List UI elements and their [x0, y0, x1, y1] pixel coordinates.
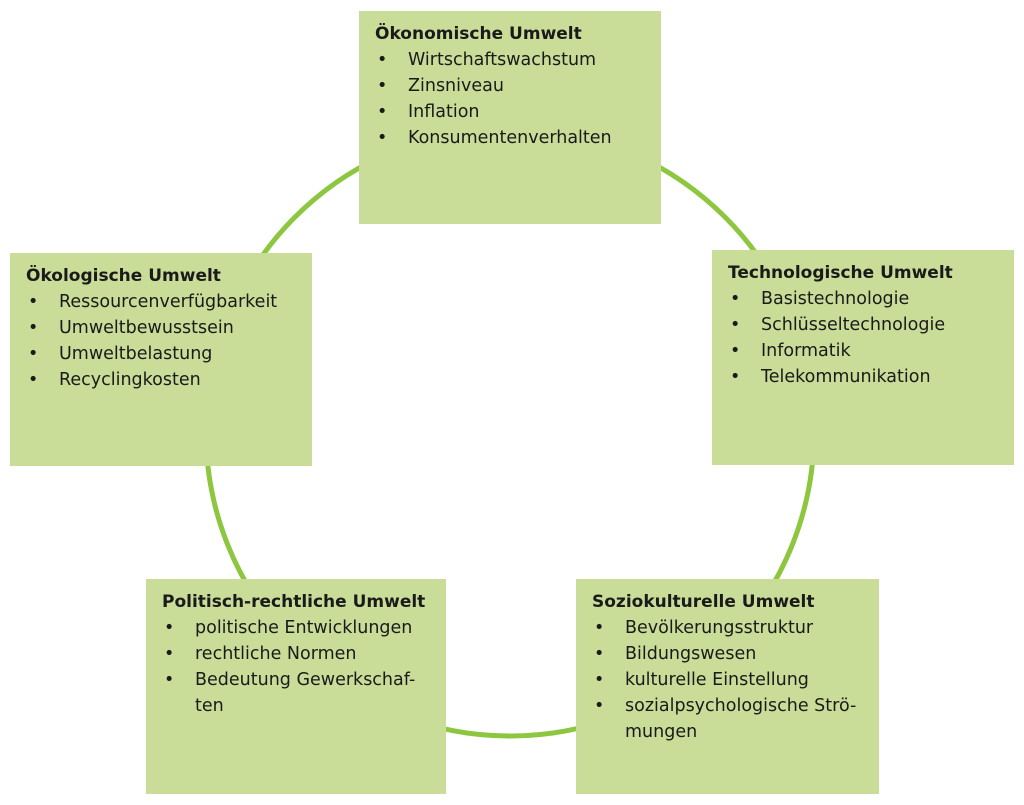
list-item: • Bevölkerungsstruktur	[592, 615, 865, 641]
box-title: Politisch-rechtliche Umwelt	[162, 592, 426, 612]
list-item-continuation: ten	[162, 693, 432, 719]
list-item: • rechtliche Normen	[162, 641, 432, 667]
box-oekonomische-umwelt: Ökonomische Umwelt • Wirtschaftswachstum …	[359, 11, 661, 224]
bullet-icon: •	[28, 344, 39, 364]
bullet-icon: •	[730, 315, 741, 335]
list-item: • Umweltbelastung	[26, 341, 298, 367]
list-item: • Bildungswesen	[592, 641, 865, 667]
list-item-text: Ressourcenverfügbarkeit	[59, 292, 278, 312]
factor-list: • Ressourcenverfügbarkeit • Umweltbewussts…	[26, 289, 298, 393]
list-item-continuation: mungen	[592, 719, 865, 745]
bullet-icon: •	[594, 644, 605, 664]
bullet-icon: •	[28, 370, 39, 390]
list-item: • Ressourcenverfügbarkeit	[26, 289, 298, 315]
list-item-text: ten	[195, 696, 224, 716]
box-title: Ökonomische Umwelt	[375, 24, 582, 44]
bullet-icon: •	[28, 318, 39, 338]
list-item: • Umweltbewusstsein	[26, 315, 298, 341]
factor-list: • Wirtschaftswachstum • Zinsniveau • Inflat…	[375, 47, 647, 151]
list-item-text: Umweltbewusstsein	[59, 318, 234, 338]
list-item-text: Informatik	[761, 341, 851, 361]
factor-list: • Bevölkerungsstruktur • Bildungswesen • ku…	[592, 615, 865, 745]
factor-list: • politische Entwicklungen • rechtliche No…	[162, 615, 432, 719]
bullet-icon: •	[28, 292, 39, 312]
bullet-icon: •	[377, 50, 388, 70]
list-item-text: Recyclingkosten	[59, 370, 201, 390]
list-item: • Informatik	[728, 338, 1000, 364]
list-item-text: politische Entwicklungen	[195, 618, 413, 638]
factor-list: •Basistechnologie •Schlüsseltechnologie …	[728, 286, 1000, 390]
list-item: • Bedeutung Gewerkschaf-	[162, 667, 432, 693]
list-item-text: Bevölkerungsstruktur	[625, 618, 814, 638]
list-item-text: Inflation	[408, 102, 480, 122]
list-item: • Recyclingkosten	[26, 367, 298, 393]
box-title: Technologische Umwelt	[728, 263, 953, 283]
list-item-text: kulturelle Einstellung	[625, 670, 809, 690]
bullet-icon: •	[377, 128, 388, 148]
bullet-icon: •	[164, 670, 175, 690]
box-soziokulturelle-umwelt: Soziokulturelle Umwelt • Bevölkerungsstru…	[576, 579, 879, 794]
box-title: Soziokulturelle Umwelt	[592, 592, 815, 612]
bullet-icon: •	[594, 670, 605, 690]
bullet-icon: •	[594, 696, 605, 716]
bullet-icon: •	[377, 76, 388, 96]
bullet-icon: •	[377, 102, 388, 122]
list-item: • Schlüsseltechnologie	[728, 312, 1000, 338]
list-item: • politische Entwicklungen	[162, 615, 432, 641]
list-item: • Inflation	[375, 99, 647, 125]
bullet-icon: •	[164, 644, 175, 664]
list-item: • sozialpsychologische Strö-	[592, 693, 865, 719]
bullet-icon: •	[730, 289, 741, 309]
list-item-text: Konsumentenverhalten	[408, 128, 612, 148]
list-item-text: Zinsniveau	[408, 76, 504, 96]
box-oekologische-umwelt: Ökologische Umwelt • Ressourcenverfügbark…	[10, 253, 312, 466]
list-item: • Zinsniveau	[375, 73, 647, 99]
list-item-text: Umweltbelastung	[59, 344, 213, 364]
box-politisch-rechtliche-umwelt: Politisch-rechtliche Umwelt • politische …	[146, 579, 446, 794]
list-item: • kulturelle Einstellung	[592, 667, 865, 693]
bullet-icon: •	[730, 341, 741, 361]
list-item-text: Telekommunikation	[761, 367, 931, 387]
box-title: Ökologische Umwelt	[26, 266, 221, 286]
list-item-text: sozialpsychologische Strö-	[625, 696, 857, 716]
list-item-text: Bedeutung Gewerkschaf-	[195, 670, 416, 690]
list-item: • Basistechnologie	[728, 286, 1000, 312]
box-technologische-umwelt: Technologische Umwelt •Basistechnologie …	[712, 250, 1014, 465]
list-item: • Wirtschaftswachstum	[375, 47, 647, 73]
list-item-text: Basistechnologie	[761, 289, 910, 309]
list-item: • Konsumentenverhalten	[375, 125, 647, 151]
list-item-text: rechtliche Normen	[195, 644, 357, 664]
bullet-icon: •	[594, 618, 605, 638]
list-item: • Telekommunikation	[728, 364, 1000, 390]
list-item-text: Wirtschaftswachstum	[408, 50, 597, 70]
bullet-icon: •	[164, 618, 175, 638]
bullet-icon: •	[730, 367, 741, 387]
list-item-text: mungen	[625, 722, 698, 742]
list-item-text: Schlüsseltechnologie	[761, 315, 946, 335]
list-item-text: Bildungswesen	[625, 644, 757, 664]
